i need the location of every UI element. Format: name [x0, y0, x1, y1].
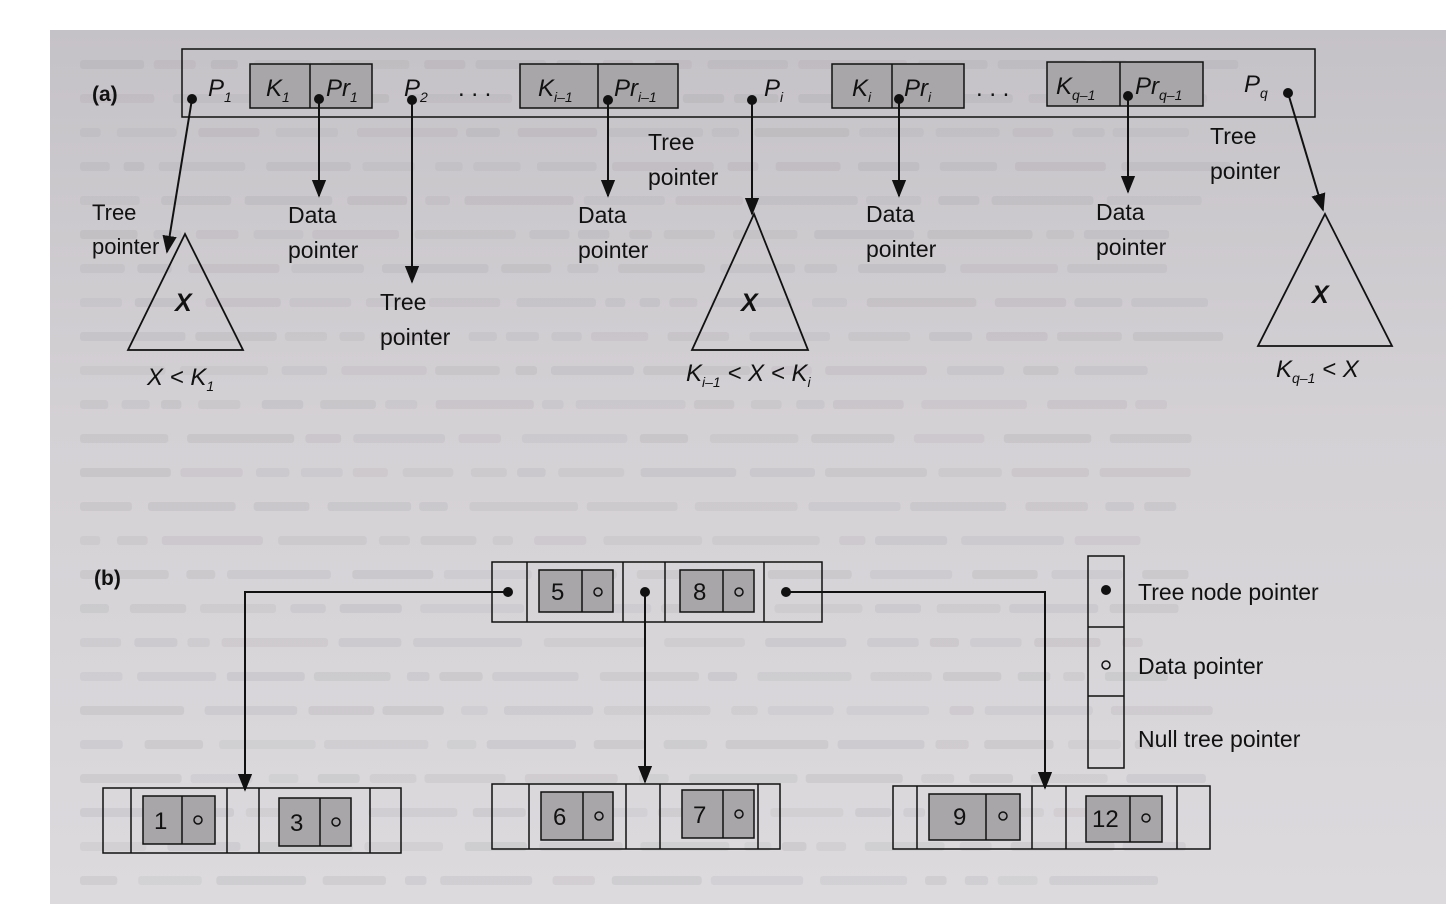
legend-null-tree-pointer-label: Null tree pointer [1138, 726, 1301, 752]
legend-tree-node-pointer-icon [1101, 585, 1111, 595]
pointer-arrows [162, 92, 1326, 284]
leaf-node-2: 6 7 [491, 783, 781, 850]
tree-connectors [237, 591, 1053, 792]
subtree-triangles [126, 211, 1394, 351]
leaf-1-key-2: 3 [290, 810, 303, 837]
subtree-q-symbol: X [1310, 281, 1330, 309]
pr1-label: Pr1 [326, 75, 358, 105]
btree-node-outline [181, 48, 1316, 118]
arrow-p1 [162, 98, 193, 254]
figure-a: (a) P1 K1 Pr1 P2 . . . Ki–1 Pri–1 Pi Ki … [92, 48, 1394, 394]
leaf-3-key-2: 12 [1092, 806, 1119, 833]
k1-label: K1 [266, 75, 290, 105]
legend-data-pointer-icon [1101, 660, 1111, 670]
p1-label: P1 [208, 75, 232, 105]
legend-data-pointer-label: Data pointer [1138, 653, 1264, 679]
root-data-pointer-2 [734, 587, 744, 597]
pq-label: Pq [1244, 71, 1268, 101]
key-block-ki-minus-1 [519, 63, 679, 109]
subtree-i-symbol: X [739, 289, 759, 317]
ki-minus-1-label: Ki–1 [538, 75, 573, 105]
root-key-1: 5 [551, 579, 564, 606]
subtree-q-condition: Kq–1 < X [1276, 356, 1360, 386]
subtree-1 [126, 231, 245, 351]
leaf-3-key-1: 9 [953, 804, 966, 831]
leaf-1-key-1: 1 [154, 808, 167, 835]
p2-label: P2 [404, 75, 428, 105]
root-node: 5 8 [491, 561, 823, 623]
ellipsis-1: . . . [458, 75, 491, 102]
legend-tree-node-pointer-label: Tree node pointer [1138, 579, 1319, 605]
ellipsis-2: . . . [976, 75, 1009, 102]
subtree-1-symbol: X [173, 289, 193, 317]
leaf-2-key-2: 7 [693, 802, 706, 829]
root-data-pointer-1 [593, 587, 603, 597]
leaf-node-3: 9 12 [892, 785, 1211, 850]
pi-label: Pi [764, 75, 784, 105]
prq-minus-1-label: Prq–1 [1135, 73, 1182, 103]
panel-label-a: (a) [92, 83, 118, 106]
ki-label: Ki [852, 75, 872, 105]
book-page [50, 30, 1446, 904]
arrow-pq [1287, 92, 1326, 212]
key-block-k1 [249, 63, 373, 109]
leaf-2-key-1: 6 [553, 804, 566, 831]
legend: Tree node pointer Data pointer Null tree… [1087, 555, 1319, 769]
subtree-i [690, 211, 810, 351]
connector-left [237, 591, 508, 792]
subtree-1-condition: X < K1 [146, 364, 214, 394]
subtree-i-condition: Ki–1 < X < Ki [686, 360, 811, 390]
panel-label-b: (b) [94, 567, 121, 590]
figure-b: (b) 5 8 [94, 555, 1319, 854]
root-key-2: 8 [693, 579, 706, 606]
kq-minus-1-label: Kq–1 [1056, 73, 1095, 103]
subtree-q [1256, 212, 1394, 347]
pri-label: Pri [904, 75, 932, 105]
connector-right [786, 591, 1053, 790]
leaf-node-1: 1 3 [102, 787, 402, 854]
pri-minus-1-label: Pri–1 [614, 75, 657, 105]
